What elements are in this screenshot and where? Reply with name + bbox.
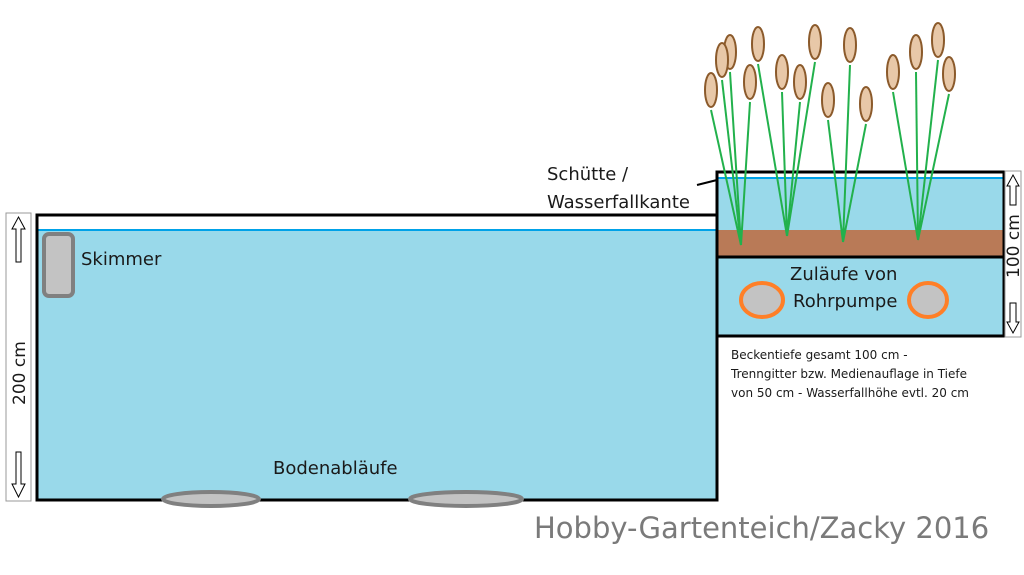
chute-label-line2: Wasserfallkante (547, 192, 690, 213)
reed-stem (786, 101, 801, 237)
pump-inlet-left (739, 281, 785, 319)
arrow-down-icon (1006, 302, 1020, 335)
reed-stem (757, 63, 788, 237)
chute-pointer (696, 179, 718, 186)
reed-head (743, 64, 757, 100)
filter-water-top (717, 178, 1004, 230)
reed-head (909, 34, 923, 70)
skimmer-box (42, 232, 75, 298)
filter-depth-label: 100 cm (1004, 214, 1024, 278)
main-depth-label: 200 cm (10, 341, 30, 405)
reed-stem (842, 123, 867, 243)
inlets-label-line2: Rohrpumpe (793, 291, 897, 312)
reed-head (715, 42, 729, 78)
reed-stem (729, 71, 742, 246)
reed-stem (721, 79, 742, 246)
reed-stem (710, 109, 742, 246)
reed-stem (892, 91, 919, 241)
substrate-layer (717, 230, 1004, 257)
reed-stem (827, 119, 844, 243)
arrow-up-icon (11, 215, 26, 263)
reed-head (821, 82, 835, 118)
drains-label: Bodenabläufe (273, 458, 398, 479)
reed-stem (917, 59, 939, 241)
reed-head (931, 22, 945, 58)
main-basin-outline (35, 213, 719, 502)
reed-head (942, 56, 956, 92)
filter-dimension-box (1004, 170, 1022, 338)
reed-head (886, 54, 900, 90)
inlets-label-line1: Zuläufe von (790, 264, 897, 285)
reed-head (859, 86, 873, 122)
note-line-1: Beckentiefe gesamt 100 cm - (731, 348, 908, 362)
reed-head (775, 54, 789, 90)
reed-head (808, 24, 822, 60)
skimmer-label: Skimmer (81, 249, 162, 270)
reed-head (751, 26, 765, 62)
reed-stem (781, 91, 788, 237)
bottom-drain-left (161, 490, 261, 508)
arrow-up-icon (1006, 173, 1020, 206)
reed-head (793, 64, 807, 100)
chute-label-line1: Schütte / (547, 164, 629, 185)
watermark: Hobby-Gartenteich/Zacky 2016 (534, 511, 989, 545)
arrow-down-icon (11, 451, 26, 499)
main-basin-water (37, 230, 717, 500)
bottom-drain-right (408, 490, 524, 508)
pump-inlet-right (907, 281, 949, 319)
reed-stem (842, 64, 851, 243)
note-line-2: Trenngitter bzw. Medienauflage in Tiefe (730, 367, 967, 381)
reed-stem (915, 71, 919, 241)
filter-basin-outline (715, 170, 1006, 338)
reed-stem (740, 101, 751, 246)
reed-plants (704, 22, 956, 246)
reed-head (843, 27, 857, 63)
note-line-3: von 50 cm - Wasserfallhöhe evtl. 20 cm (731, 386, 969, 400)
reed-stem (786, 61, 816, 237)
reed-stem (917, 93, 950, 241)
reed-head (704, 72, 718, 108)
